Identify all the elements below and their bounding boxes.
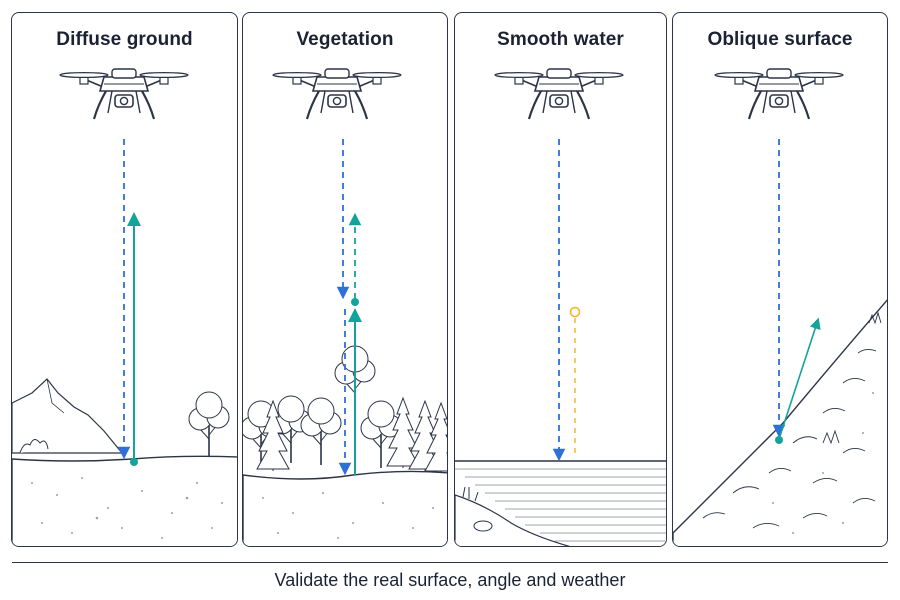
oblique-surface-illustration [673, 67, 887, 546]
deflected-return-beam [778, 317, 821, 440]
mountain-icon [12, 378, 124, 454]
drone-icon [58, 67, 190, 121]
vegetation-illustration [243, 67, 447, 546]
slope-icon [673, 299, 887, 546]
panel-title: Oblique surface [707, 29, 853, 50]
panel-oblique-surface: Oblique surface [672, 12, 888, 547]
panel-title: Vegetation [296, 29, 394, 50]
panel-title: Diffuse ground [56, 29, 193, 50]
panel-smooth-water: Smooth water [454, 12, 667, 547]
canopy-hit-point [351, 298, 359, 306]
drone-icon [493, 67, 625, 121]
tree-icon [188, 391, 230, 460]
drone-icon [713, 67, 845, 121]
panel-diffuse-ground: Diffuse ground [11, 12, 238, 547]
drone-icon [271, 67, 403, 121]
caption: Validate the real surface, angle and wea… [274, 570, 626, 590]
panel-vegetation: Vegetation [242, 12, 448, 547]
smooth-water-illustration [455, 67, 666, 546]
weak-return-point [569, 306, 581, 318]
caption-divider [12, 562, 888, 563]
diffuse-ground-illustration [12, 67, 237, 546]
hit-point [775, 436, 783, 444]
hit-point [130, 458, 138, 466]
panel-title: Smooth water [497, 29, 624, 50]
